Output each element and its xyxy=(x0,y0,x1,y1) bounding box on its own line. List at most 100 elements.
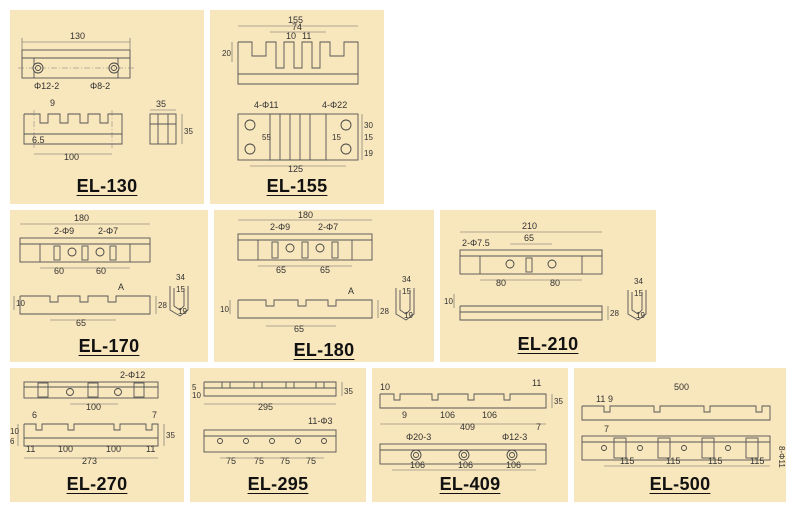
model-title: EL-130 xyxy=(76,176,138,196)
dim-mid: 74 xyxy=(292,22,302,32)
dim-total: 409 xyxy=(460,422,475,432)
dim-a: 11 xyxy=(596,394,605,404)
dim-holes: 2-Φ7.5 xyxy=(462,238,490,248)
panel-el-170: 180 2-Φ9 2-Φ7 60 60 A 10 65 28 34 15 19 … xyxy=(10,210,208,362)
dim-left-a: 10 xyxy=(380,382,390,392)
dim-holes-b: Φ12-3 xyxy=(502,432,527,442)
dim-length: 180 xyxy=(298,210,313,220)
dim-spacing-3: 75 xyxy=(280,456,290,466)
drawing-el-500: 500 11 9 7 115 115 115 115 8-Φ11 xyxy=(581,382,786,468)
dim-h1: 10 xyxy=(10,427,19,436)
dim-h2: 28 xyxy=(610,309,619,318)
dim-length: 155 xyxy=(288,15,303,25)
dim-side-a: 55 xyxy=(262,133,271,142)
dim-spacing-3: 100 xyxy=(106,444,121,454)
dim-spacing-2: 106 xyxy=(482,410,497,420)
dim-right: 11 xyxy=(532,378,541,388)
dim-base: 65 xyxy=(294,324,304,334)
model-title: EL-500 xyxy=(649,474,711,494)
dim-h3: 35 xyxy=(344,387,353,396)
dim-spacing-2: 115 xyxy=(666,456,680,466)
model-title: EL-270 xyxy=(66,474,128,494)
dim-length: 130 xyxy=(70,31,85,41)
dim-holes-b: 4-Φ22 xyxy=(322,100,347,110)
drawing-el-409: 10 11 35 9 106 106 409 7 Φ20-3 Φ12-3 106… xyxy=(379,378,563,471)
dim-holes-b: 2-Φ7 xyxy=(318,222,338,232)
drawing-el-155: 155 74 10 11 20 4-Φ11 4-Φ22 55 15 30 15 … xyxy=(222,15,373,174)
dim-height: 35 xyxy=(184,127,193,136)
dim-h1: 10 xyxy=(16,299,25,308)
drawing-el-130: 130 Φ12-2 Φ8-2 9 6.5 100 35 35 xyxy=(18,31,193,162)
panel-el-210: 210 2-Φ7.5 65 80 80 10 28 34 15 19 EL-21… xyxy=(440,210,656,362)
section-mark: A xyxy=(118,282,124,292)
panel-el-270: 2-Φ12 100 6 7 10 6 35 11 100 100 11 273 … xyxy=(10,368,184,502)
dim-spacing-1: 80 xyxy=(496,278,506,288)
dim-sub-a: 10 xyxy=(286,31,296,41)
dim-slot: 9 xyxy=(50,98,55,108)
dim-h2: 28 xyxy=(380,307,389,316)
dim-spacing-2: 100 xyxy=(58,444,73,454)
dim-holes-a: 4-Φ11 xyxy=(254,100,279,110)
dim-holes: 8-Φ11 xyxy=(777,446,786,468)
dim-spacing-2: 75 xyxy=(254,456,264,466)
model-title: EL-210 xyxy=(517,334,579,354)
profile-h2: 19 xyxy=(636,311,645,320)
dim-spacing-3: 115 xyxy=(708,456,722,466)
dim-h1: 10 xyxy=(444,297,453,306)
section-mark: A xyxy=(348,286,354,296)
dim-width: 35 xyxy=(156,99,166,109)
dim-spacing-4: 115 xyxy=(750,456,764,466)
dim-right: 7 xyxy=(152,410,157,420)
dim-length: 295 xyxy=(258,402,273,412)
dim-spacing-2: 60 xyxy=(96,266,106,276)
dim-holes-large: Φ12-2 xyxy=(34,81,59,91)
dim-holes-a: 2-Φ9 xyxy=(270,222,290,232)
model-title: EL-180 xyxy=(293,340,355,360)
profile-h2: 19 xyxy=(178,307,187,316)
dim-height: 20 xyxy=(222,49,231,58)
profile-h1: 15 xyxy=(402,287,411,296)
dim-spacing-4: 11 xyxy=(146,444,155,454)
drawing-el-180: 180 2-Φ9 2-Φ7 65 65 A 10 65 28 34 15 19 xyxy=(220,210,415,334)
dim-mid: 65 xyxy=(524,233,534,243)
dim-h2: 10 xyxy=(192,391,201,400)
profile-h1: 15 xyxy=(176,285,185,294)
dim-mid: 100 xyxy=(86,402,101,412)
dim-spacing-2: 80 xyxy=(550,278,560,288)
dim-spacing-4: 75 xyxy=(306,456,316,466)
panel-el-155: 155 74 10 11 20 4-Φ11 4-Φ22 55 15 30 15 … xyxy=(210,10,384,204)
dim-h1: 5 xyxy=(192,383,197,392)
dim-length: 180 xyxy=(74,213,89,223)
dim-sub-b: 11 xyxy=(302,31,311,41)
dim-base: 125 xyxy=(288,164,303,174)
drawing-el-295: 5 10 295 35 11-Φ3 75 75 75 75 xyxy=(192,381,353,466)
dim-spacing-1: 75 xyxy=(226,456,236,466)
dim-right-b: 7 xyxy=(536,422,541,432)
dim-side-b: 15 xyxy=(332,133,341,142)
dim-side-e: 19 xyxy=(364,149,373,158)
profile-h1: 15 xyxy=(634,289,643,298)
model-title: EL-295 xyxy=(247,474,309,494)
dim-spacing-1: 106 xyxy=(440,410,455,420)
panel-el-180: 180 2-Φ9 2-Φ7 65 65 A 10 65 28 34 15 19 … xyxy=(214,210,434,362)
drawing-el-210: 210 2-Φ7.5 65 80 80 10 28 34 15 19 xyxy=(444,221,647,321)
dim-holes-a: 2-Φ9 xyxy=(54,226,74,236)
dim-total: 273 xyxy=(82,456,97,466)
model-title: EL-155 xyxy=(266,176,328,196)
dim-holes-b: 2-Φ7 xyxy=(98,226,118,236)
drawing-el-270: 2-Φ12 100 6 7 10 6 35 11 100 100 11 273 xyxy=(10,370,175,466)
profile-h2: 19 xyxy=(404,311,413,320)
dim-length: 500 xyxy=(674,382,689,392)
dim-holes-a: Φ20-3 xyxy=(406,432,431,442)
dim-spacing-1: 115 xyxy=(620,456,634,466)
dim-bottom-3: 106 xyxy=(506,460,521,470)
dim-left-b: 9 xyxy=(402,410,407,420)
dim-base: 100 xyxy=(64,152,79,162)
dim-c: 7 xyxy=(604,424,609,434)
dim-bottom-1: 106 xyxy=(410,460,425,470)
dim-base: 65 xyxy=(76,318,86,328)
drawing-el-170: 180 2-Φ9 2-Φ7 60 60 A 10 65 28 34 15 19 xyxy=(13,213,189,328)
dim-spacing-1: 65 xyxy=(276,265,286,275)
panel-el-130: 130 Φ12-2 Φ8-2 9 6.5 100 35 35 EL-130 xyxy=(10,10,204,204)
profile-width: 34 xyxy=(402,275,411,284)
